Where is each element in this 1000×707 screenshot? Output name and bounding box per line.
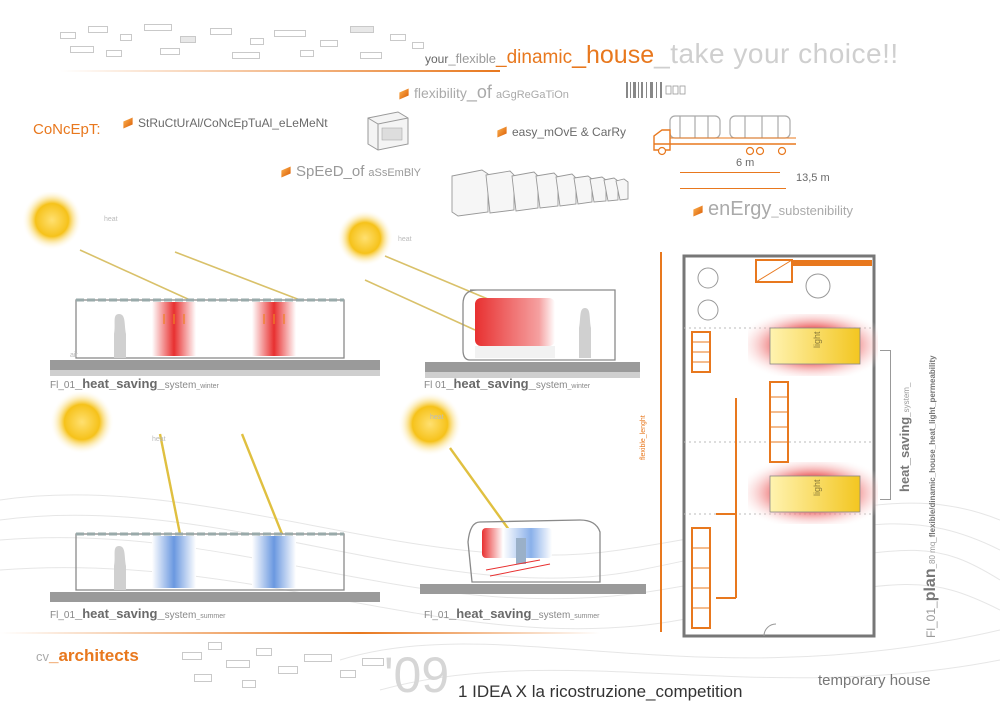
plan-light-label-2: light <box>812 479 822 496</box>
dimension-line-long <box>680 188 786 189</box>
panel-2-caption-post: system <box>535 380 568 391</box>
footer-decoration-blocks <box>182 640 402 690</box>
sun-icon <box>22 192 82 250</box>
concept-energy: enErgy_substenibility <box>693 198 854 221</box>
panel-summer-flat <box>50 392 380 602</box>
energy-subtext: _substenibility <box>771 203 854 218</box>
plan-title-c: _80 mq_ <box>928 537 937 569</box>
concept-label: CoNcEpT: <box>33 121 101 138</box>
orange-arrow-icon <box>399 88 409 100</box>
header-word-flexible: _flexible <box>448 51 497 66</box>
panel-winter-rounded <box>337 210 640 378</box>
panel-2-caption-season: _winter <box>567 383 591 390</box>
header-decoration-blocks <box>60 24 440 64</box>
panel-4-caption-post: system <box>538 610 571 621</box>
panel-1-caption-pre: Fl_01 <box>50 380 76 391</box>
panel-4-heat-label: heat <box>430 414 444 421</box>
header-word-your: your <box>425 52 449 66</box>
speed-text: SpEeD <box>296 163 344 180</box>
dimension-label-long: 13,5 m <box>796 172 830 184</box>
plan-title: Fl_01_plan_80 mq_flexible/dinamic_house_… <box>922 355 940 638</box>
dimension-label-short: 6 m <box>736 157 755 169</box>
footer-temporary-house: temporary house <box>818 672 931 689</box>
dimension-line-short <box>680 172 780 173</box>
plan-bracket <box>880 350 891 500</box>
footer-year: '09 <box>384 647 450 703</box>
panel-4-caption-pre: Fl_01 <box>424 610 450 621</box>
plan-heat-saving-label: heat_saving_system_ <box>896 383 914 492</box>
panel-1-caption-season: _winter <box>196 383 219 390</box>
plan-light-label-1: light <box>812 331 822 348</box>
panel-3-caption-pre: Fl_01 <box>50 610 76 621</box>
structural-element-icon <box>367 111 409 151</box>
panel-3-heat-label: heat <box>152 436 166 443</box>
header-word-choice: _take your choice!! <box>654 38 899 69</box>
plan-side-label: flexible_lenght <box>640 415 647 460</box>
header-word-house: _house <box>572 41 655 69</box>
panel-2-caption-pre: Fl 01 <box>424 380 447 391</box>
plan-side-dimension <box>660 252 662 632</box>
header-title: your_flexible_dinamic_house_take your ch… <box>425 38 899 70</box>
panel-3-caption-main: _heat_saving_ <box>75 606 165 621</box>
sun-icon <box>337 210 393 266</box>
panel-3-caption: Fl_01_heat_saving_system_summer <box>50 606 225 621</box>
header-underline <box>60 70 500 72</box>
plan-heat-saving-sub: _system_ <box>902 382 911 417</box>
footer-architects: cv_architects <box>36 646 139 666</box>
panel-2-caption-main: _heat_saving_ <box>446 376 536 391</box>
panel-1-caption-main: _heat_saving_ <box>75 376 165 391</box>
truck-icon <box>653 115 796 156</box>
concept-structural: StRuCtUrAl/CoNcEpTuAl_eLeMeNt <box>123 116 328 130</box>
panel-winter-flat <box>22 192 380 376</box>
orange-arrow-icon <box>497 126 507 138</box>
footer-line <box>0 632 600 634</box>
panel-4-caption-season: _summer <box>570 613 600 620</box>
header-word-dinamic: _dinamic <box>496 47 573 68</box>
plan-title-d: flexible/dinamic_house_heat_light_permea… <box>928 355 937 538</box>
sun-icon <box>398 392 462 456</box>
move-text: easy_mOvE & CarRy <box>512 125 627 139</box>
orange-arrow-icon <box>123 117 133 129</box>
speed-of: _of <box>343 163 365 180</box>
barcode-icon <box>626 82 686 98</box>
panel-1-air-label: air <box>70 352 78 359</box>
flexibility-aggregation: aGgReGaTiOn <box>495 89 569 101</box>
orange-arrow-icon <box>693 205 703 217</box>
panel-3-caption-post: system <box>164 610 197 621</box>
concept-move: easy_mOvE & CarRy <box>497 125 627 139</box>
panel-2-caption: Fl 01_heat_saving_system_winter <box>424 376 590 391</box>
floor-plan <box>682 254 878 638</box>
panel-summer-rounded <box>398 392 646 594</box>
sun-icon <box>50 392 114 454</box>
footer-cv: cv <box>36 649 49 664</box>
panel-1-caption-post: system <box>164 380 197 391</box>
footer-competition: 1 IDEA X la ricostruzione_competition <box>458 682 743 701</box>
plan-title-b: plan <box>922 568 939 602</box>
concept-structural-text: StRuCtUrAl/CoNcEpTuAl_eLeMeNt <box>138 116 328 130</box>
flexibility-of: _of <box>466 82 492 102</box>
energy-text: enErgy <box>708 198 772 220</box>
orange-arrow-icon <box>281 166 291 178</box>
panel-3-caption-season: _summer <box>196 613 226 620</box>
plan-title-a: Fl_01_ <box>924 601 938 638</box>
modules-row-drawing <box>451 169 629 217</box>
footer-architects-text: _architects <box>49 646 139 665</box>
panel-4-caption: Fl_01_heat_saving_system_summer <box>424 606 599 621</box>
plan-heat-saving-main: heat_saving <box>897 416 912 492</box>
flexibility-text: flexibility <box>414 85 467 101</box>
speed-assembly: aSsEmBlY <box>368 167 421 179</box>
panel-2-heat-label: heat <box>398 236 412 243</box>
panel-1-heat-label: heat <box>104 216 118 223</box>
panel-1-caption: Fl_01_heat_saving_system_winter <box>50 376 219 391</box>
panel-4-caption-main: _heat_saving_ <box>449 606 539 621</box>
